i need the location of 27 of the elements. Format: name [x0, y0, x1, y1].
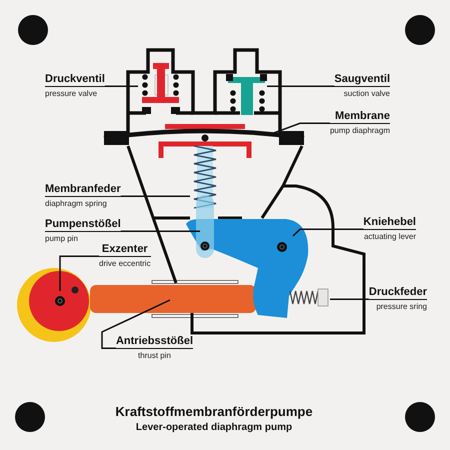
- leader-line: [292, 228, 364, 237]
- leader-line: [120, 196, 190, 198]
- part-name-translation: thrust pin: [137, 350, 172, 361]
- part-name: Antriebsstößel: [116, 335, 193, 349]
- part-name-translation: pressure sring: [375, 301, 427, 312]
- leader-line: [104, 86, 138, 88]
- leader-line: [267, 86, 334, 88]
- part-name: Membranfeder: [45, 183, 121, 197]
- leader-line: [270, 122, 330, 135]
- part-name-translation: pressure valve: [45, 88, 98, 99]
- part-name: Saugventil: [334, 73, 390, 87]
- part-name-translation: actuating lever: [363, 231, 416, 242]
- part-name-translation: drive eccentric: [99, 258, 151, 269]
- leader-line: [120, 230, 200, 232]
- part-name-translation: suction valve: [342, 88, 390, 99]
- part-name-translation: pump pin: [45, 233, 79, 244]
- title: Kraftstoffmembranförderpumpe: [115, 404, 313, 419]
- part-name-translation: diaphragm spring: [45, 198, 108, 209]
- part-name: Membrane: [330, 110, 390, 124]
- leader-line: [330, 298, 369, 300]
- part-name: Druckfeder: [368, 286, 427, 300]
- part-name: Kniehebel: [363, 216, 416, 230]
- part-name: Druckventil: [45, 73, 105, 87]
- part-name-translation: pump diaphragm: [330, 125, 390, 136]
- part-name: Exzenter: [99, 243, 151, 257]
- part-name: Pumpenstößel: [45, 218, 121, 232]
- subtitle: Lever-operated diaphragm pump: [136, 422, 292, 433]
